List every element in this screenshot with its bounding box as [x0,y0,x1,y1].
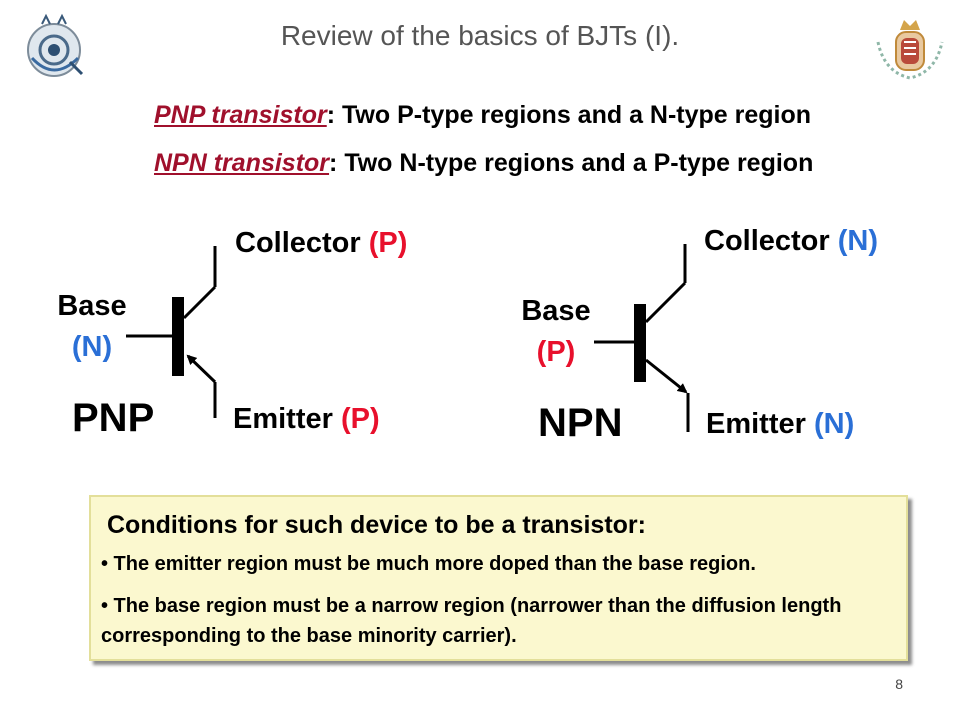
condition-bullet-1: • The emitter region must be much more d… [101,553,756,575]
electronics-emblem-icon [22,12,86,82]
university-crest-icon [874,12,946,82]
pnp-base-label: Base (N) [55,290,129,364]
npn-emitter-type: (N) [813,408,855,440]
pnp-collector-label: Collector (P) [235,227,407,260]
pnp-definition-term: PNP transistor [154,101,327,129]
slide-title: Review of the basics of BJTs (I). [280,20,680,51]
conditions-title: Conditions for such device to be a trans… [107,511,646,539]
npn-collector-label: Collector (N) [704,225,878,258]
pnp-name: PNP [72,396,155,440]
npn-emitter-text: Emitter [706,408,806,440]
pnp-base-text: Base [57,290,127,322]
page-number: 8 [895,676,903,692]
pnp-collector-text: Collector [235,227,361,259]
pnp-base-type: (N) [71,331,113,363]
npn-definition: NPN transistor: Two N-type regions and a… [154,149,813,178]
npn-emitter-label: Emitter (N) [706,408,854,441]
condition-bullet-2: • The base region must be a narrow regio… [101,595,842,647]
pnp-emitter-text: Emitter [233,403,333,435]
npn-symbol-lines [594,244,690,432]
npn-base-text: Base [521,295,591,327]
npn-definition-text: : Two N-type regions and a P-type region [329,149,814,177]
npn-base-label: Base (P) [519,295,593,369]
pnp-emitter-label: Emitter (P) [233,403,380,436]
pnp-definition-text: : Two P-type regions and a N-type region [326,101,812,129]
pnp-definition: PNP transistor: Two P-type regions and a… [154,101,811,130]
npn-name: NPN [538,401,623,445]
npn-definition-term: NPN transistor [154,149,330,177]
npn-collector-type: (N) [837,225,879,257]
npn-base-type: (P) [536,336,576,368]
pnp-emitter-type: (P) [340,403,380,435]
conditions-box: Conditions for such device to be a trans… [89,495,908,661]
pnp-symbol-lines [126,246,217,418]
npn-collector-text: Collector [704,225,830,257]
pnp-collector-type: (P) [368,227,408,259]
